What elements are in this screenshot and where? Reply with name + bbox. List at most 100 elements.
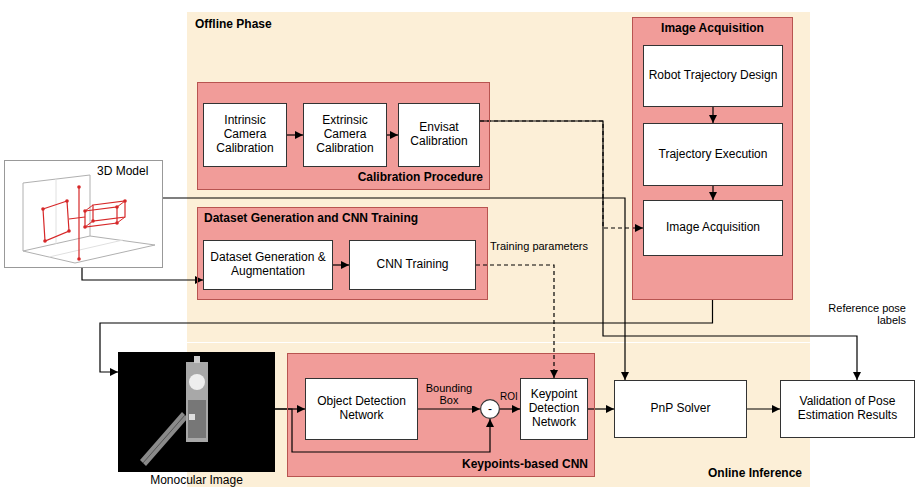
connector-arrow [712,186,713,200]
model-keypoint [77,257,81,261]
node-label: Keypoint Detection Network [525,388,583,429]
phase-band: Offline PhaseCalibration Procedure Intrin… [187,12,810,342]
process-box: Trajectory Execution [643,123,783,186]
connector-arrow [387,134,398,135]
node-label: CNN Training [376,258,448,272]
satellite-image [118,352,275,472]
group-box: Image AcquisitionRobot Trajectory Design… [632,17,793,300]
monocular-image: Monocular Image [118,352,275,488]
node-label: - [488,403,492,415]
connector-arrow [747,408,780,409]
node-label: 3D Model [97,165,158,179]
process-box: Image Acquisition [643,200,783,256]
group-fill [197,207,488,300]
group-heading: Image Acquisition [661,22,764,36]
process-box: CNN Training [349,240,476,290]
phase-band: Online Inference Keypoints-based CNN Objec… [187,343,810,487]
connector-arrow [588,408,614,409]
node-label: Envisat Calibration [403,121,475,149]
process-box: Robot Trajectory Design [643,45,783,107]
node-label: Object Detection Network [310,395,413,423]
process-box: Keypoint Detection Network [520,378,588,440]
image-background [118,352,275,472]
model-keypoint [115,205,119,209]
process-box: Intrinsic Camera Calibration [203,103,287,167]
model-boom [69,217,85,219]
process-box: PnP Solver [614,380,747,438]
node-label: Trajectory Execution [659,148,768,162]
model-mast [78,187,79,259]
group-heading: Dataset Generation and CNN Training [204,212,418,226]
process-box: Object Detection Network [305,378,418,440]
plot-grid [49,240,123,257]
model-keypoint [43,239,47,243]
process-box: Extrinsic Camera Calibration [303,103,387,167]
process-box: Validation of Pose Estimation Results [780,380,915,438]
model-keypoint [123,199,127,203]
solar-panel [143,415,185,463]
satellite-body [188,400,206,438]
plot-axis [23,175,90,251]
plot-axis [23,236,155,263]
group-heading: Offline Phase [195,18,272,32]
model-keypoint [83,225,87,229]
group-fill [197,82,490,190]
satellite-detail [189,414,195,420]
node-label: Validation of Pose Estimation Results [785,395,910,423]
group-heading: Calibration Procedure [358,171,483,185]
group-box: Keypoints-based CNN Object Detection Netw… [287,353,595,477]
edge-label-box: Training parameters [490,240,588,252]
model-keypoint [91,219,95,223]
connector-arrow [333,264,349,265]
satellite-antenna [189,374,205,390]
model-keypoint [41,207,45,211]
model-keypoint [65,199,69,203]
plot-grid [56,179,57,244]
model-plot-box: 3D Model [4,160,163,268]
model-panel [43,201,69,241]
edge-label-box: Reference pose labels [816,302,906,326]
model-keypoint [77,185,81,189]
satellite-antenna [194,356,200,363]
group-box: Dataset Generation and CNN TrainingDatas… [197,207,488,300]
edge-label: Training parameters [490,240,588,252]
node-label: PnP Solver [651,402,711,416]
node-label: Robot Trajectory Design [649,69,778,83]
model-keypoint [115,221,119,225]
model-body [93,201,125,221]
group-heading: Keypoints-based CNN [462,458,588,472]
connector-arrow [480,121,643,228]
edge-label: Reference pose labels [816,302,906,326]
node-label: Dataset Generation & Augmentation [208,251,328,279]
edge-label-box: ROI [500,391,518,402]
group-fill [287,353,595,477]
model-keypoint [83,209,87,213]
group-box: Calibration Procedure Intrinsic Camera Ca… [197,82,490,190]
group-heading: Online Inference [708,467,802,481]
model-body [85,207,117,227]
connector-arrow [712,107,713,123]
process-box: Envisat Calibration [398,103,480,167]
connector-arrow [418,408,480,409]
connector-arrow [82,268,203,280]
node-label: Extrinsic Camera Calibration [308,114,382,155]
connector-arrow [287,134,303,135]
group-fill [632,17,793,300]
node-label: Monocular Image [150,474,243,488]
satellite-body [186,362,208,442]
process-box: Dataset Generation & Augmentation [203,240,333,290]
band-fill [187,12,810,342]
connector-arrow [500,408,520,409]
operator-circle-outline [481,400,500,419]
operator-circle: - [480,399,500,419]
model-keypoint [67,229,71,233]
node-label: Intrinsic Camera Calibration [208,114,282,155]
solar-panel [140,412,188,466]
connector-arrow [480,121,857,380]
edge-label: Bounding Box [420,382,478,406]
band-fill [187,343,810,487]
node-label: Image Acquisition [666,221,760,235]
edge-label: ROI [500,391,518,402]
edge-label-box: Bounding Box [420,382,478,406]
